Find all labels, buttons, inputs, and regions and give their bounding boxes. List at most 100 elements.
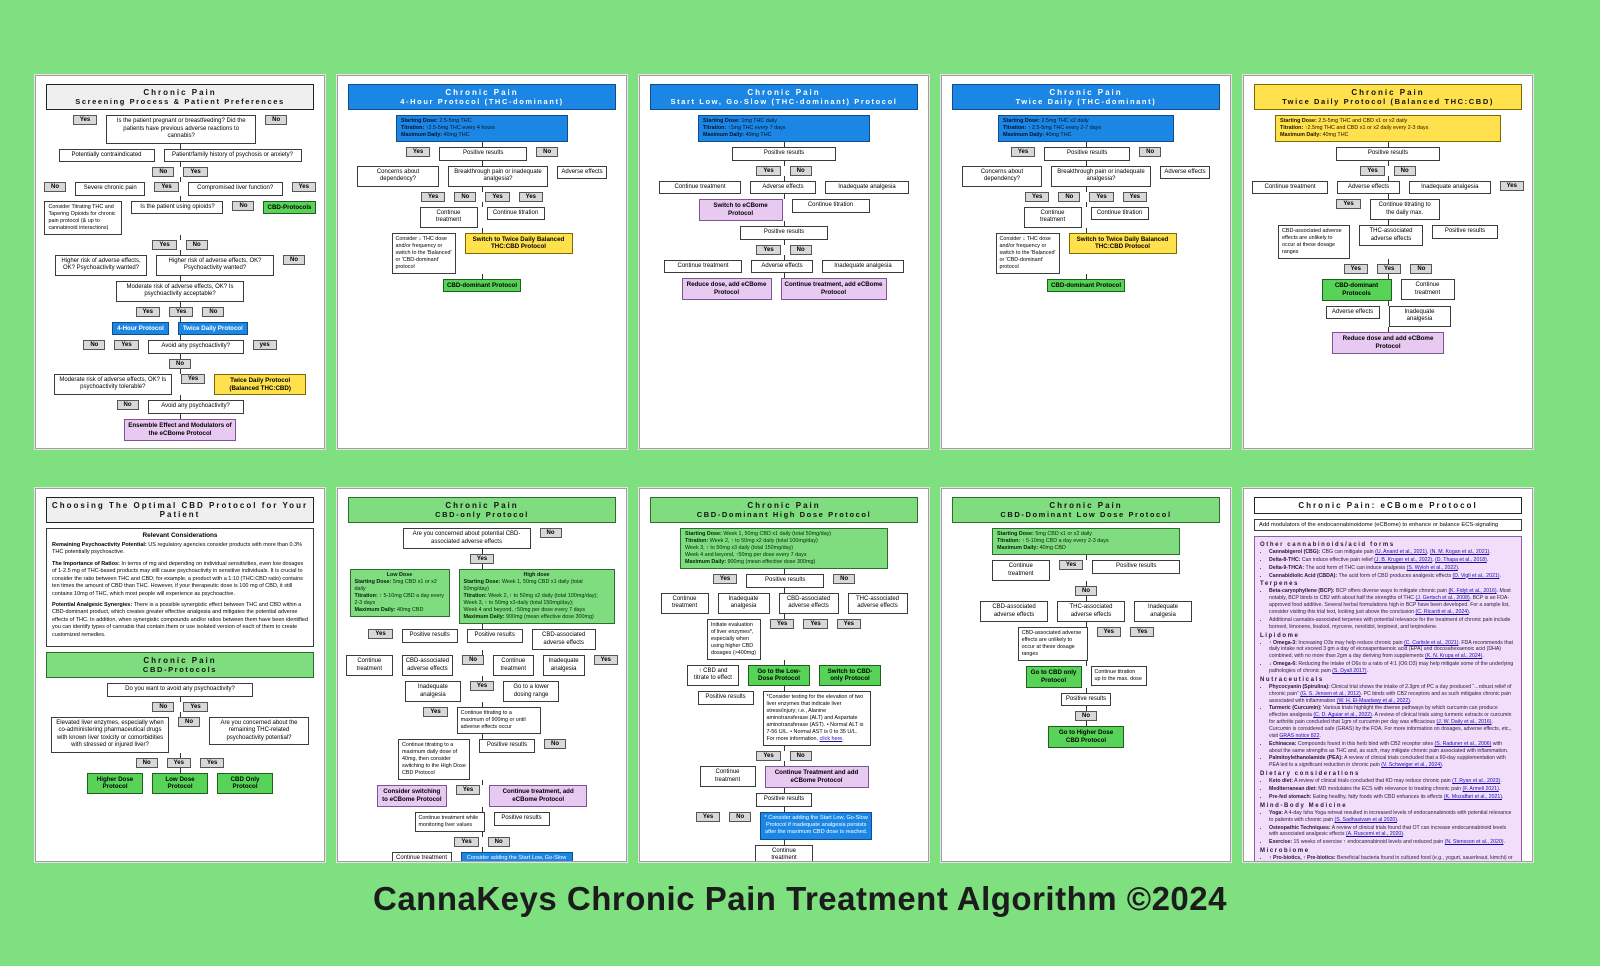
citation-link[interactable]: (T. Ryan et al., 2023) <box>1452 778 1501 785</box>
citation-link[interactable]: click here <box>819 736 843 743</box>
connector-line <box>1387 300 1389 306</box>
citation-link[interactable]: (D. Vigli et al., 2021) <box>1452 572 1500 579</box>
decision-chip: No <box>185 239 208 250</box>
step-box: Continue treatment <box>991 560 1050 582</box>
connector-line <box>783 221 785 227</box>
question-box: Concerns about dependency? <box>357 165 439 187</box>
citation-link[interactable]: (N. Stensson et al., 2020) <box>1444 839 1504 846</box>
decision-chip: Yes <box>803 618 828 629</box>
citation-link[interactable]: (K. Fidyt et al., 2016) <box>1448 588 1497 595</box>
decision-chip: No <box>544 739 566 750</box>
section-bullet: Beta-caryophyllene (BCP): BCP offers div… <box>1269 588 1516 615</box>
connector-line <box>1085 186 1087 192</box>
citation-link[interactable]: (W. H. El-Maadawy et al., 2022) <box>1336 697 1410 704</box>
protocol-link-blue: 4-Hour Protocol <box>112 321 169 336</box>
note-box: Consider ↓ THC dose and/or frequency or … <box>995 232 1060 274</box>
citation-link[interactable]: (J. Gertsch et al., 2008) <box>1415 595 1470 602</box>
section-bullet: Mediterranean diet: MD modulates the ECS… <box>1269 786 1516 793</box>
decision-chip: Yes <box>169 306 194 317</box>
flow-row: Positive results*Consider testing for th… <box>648 691 920 747</box>
flow-row: Concerns about dependency?Breakthrough p… <box>950 165 1222 187</box>
citation-link[interactable]: (K. Mozaffari et al., 2021) <box>1443 793 1502 800</box>
citation-link[interactable]: (S. Dyall 2017) <box>1332 668 1367 675</box>
citation-link[interactable]: (N. M. Kogan et al., 2021) <box>1429 549 1490 555</box>
decision-chip: Yes <box>756 751 781 762</box>
connector-line <box>179 395 181 401</box>
step-box: Continue treatment <box>664 259 742 274</box>
decision-chip: Yes <box>180 373 206 384</box>
connector-line <box>1387 274 1389 280</box>
section-heading: Lipidome <box>1260 632 1300 639</box>
citation-link[interactable]: (D. Thapa et al., 2018) <box>1435 556 1487 563</box>
flow-row: Continue treatment while monitoring live… <box>346 812 618 833</box>
citation-link[interactable]: (V. Schweiger et al., 2024) <box>1381 762 1442 769</box>
flow-row: Positive results <box>648 793 920 807</box>
connector-line <box>179 143 181 149</box>
citation-link[interactable]: (F. Armeli 2021) <box>1462 786 1499 793</box>
protocol-link-green: CBD-dominant Protocols <box>1321 279 1392 301</box>
decision-chip: No <box>1393 165 1416 176</box>
citation-link[interactable]: (J. B. Kruger et al., 2022) <box>1374 556 1433 563</box>
citation-link[interactable]: (G. S. Jensen et al., 2012) <box>1300 690 1361 697</box>
section-bullet: Exercise: 15 weeks of exercise ↑ endocan… <box>1269 839 1516 846</box>
step-box: Inadequate analgesia <box>717 592 770 614</box>
panel-header: Choosing The Optimal CBD Protocol for Yo… <box>46 497 314 523</box>
protocol-link-green: CBD Only Protocol <box>217 772 273 795</box>
decision-chip: Yes <box>423 707 448 718</box>
step-box: Continue treatment <box>419 206 478 228</box>
citation-link[interactable]: (S. Sadhasivam et al 2020) <box>1334 816 1398 823</box>
citation-link[interactable]: (C. Carlisle et al., 2021) <box>1403 639 1459 646</box>
decision-chip: Yes <box>405 147 431 158</box>
decision-chip: Yes <box>769 618 795 629</box>
citation-link[interactable]: (K. N. Krupa et al., 2024) <box>1425 653 1483 660</box>
protocol-link-yellow: Switch to Twice Daily Balanced THC:CBD P… <box>1068 232 1177 255</box>
consideration-paragraph: The Importance of Ratios: In terms of mg… <box>52 560 304 597</box>
step-box: Adverse effects <box>1325 305 1380 320</box>
connector-line <box>1085 227 1087 233</box>
protocol-link-green: Go to Higher Dose CBD Protocol <box>1048 726 1124 748</box>
connector-line <box>783 160 785 166</box>
flow-row: CBD-associated adverse effects are unlik… <box>950 627 1222 662</box>
step-box: Continue treatment <box>659 180 741 195</box>
citation-link[interactable]: (J. W. Daily et al., 2016) <box>1436 719 1492 726</box>
decision-chip: Yes <box>166 757 191 768</box>
connector-line <box>783 806 785 812</box>
note-box: Continue titration up to the max. dose <box>1090 666 1147 687</box>
citation-link[interactable]: GRAS notice 822 <box>1279 732 1320 739</box>
flow-row: Positive results <box>1252 147 1524 161</box>
citation-link[interactable]: (A. Ruscemi et al., 2020) <box>1345 831 1403 838</box>
decision-chip: Yes <box>135 306 160 317</box>
step-box: Positive results <box>401 629 458 643</box>
question-box: Concerns about dependency? <box>962 165 1042 187</box>
decision-chip: Yes <box>183 701 208 712</box>
panel-header-line: CBD-only Protocol <box>435 510 529 519</box>
connector-line <box>481 201 483 207</box>
question-box: Inadequate analgesia <box>1408 180 1491 195</box>
citation-link[interactable]: (C. Ricardi et al., 2024) <box>1415 609 1469 616</box>
citation-link[interactable]: (U. Anand et al., 2021) <box>1375 549 1428 555</box>
section-bullet-list: ↑ Omega-3: Increasing O3s may help reduc… <box>1260 640 1516 675</box>
citation-link[interactable]: (C. D. Aguiar et al., 2022) <box>1313 712 1372 719</box>
decision-chip: Yes <box>1343 264 1368 275</box>
connector-line <box>1085 201 1087 207</box>
citation-link[interactable]: (S. Wyloh et al., 2022) <box>1406 564 1458 571</box>
decision-chip: No <box>152 701 175 712</box>
citation-link[interactable]: (S. Raduner et al., 2006) <box>1434 740 1492 747</box>
panel-header-line: Chronic Pain <box>445 88 519 97</box>
decision-chip: No <box>135 757 158 768</box>
step-box: Positive results <box>1044 147 1131 161</box>
decision-chip: Yes <box>485 191 510 202</box>
connector-line <box>783 587 785 593</box>
connector-line <box>783 569 785 575</box>
